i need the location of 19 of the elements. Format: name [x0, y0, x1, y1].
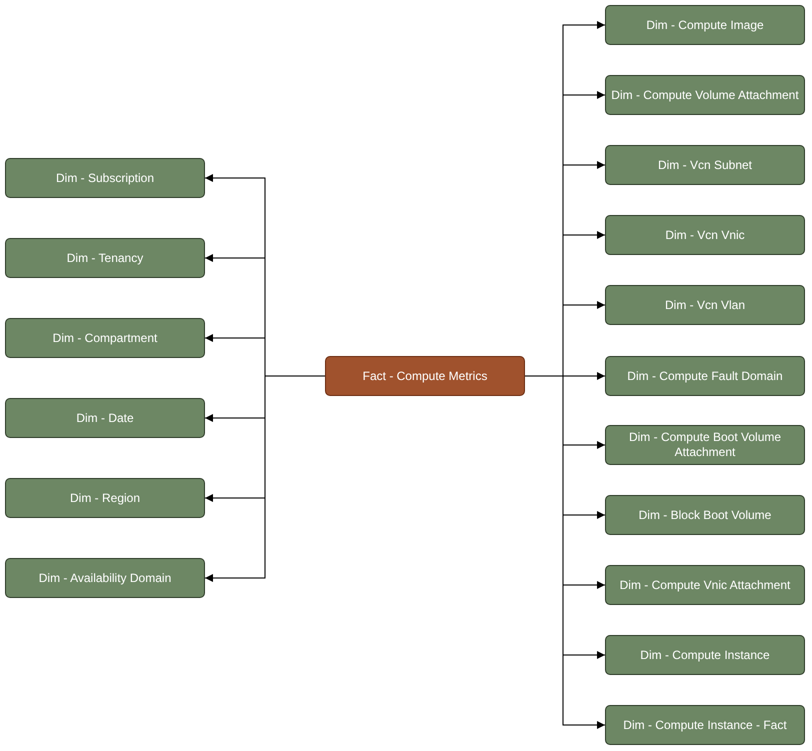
dimension-table-box: Dim - Vcn Subnet	[605, 145, 805, 185]
dimension-table-box: Dim - Tenancy	[5, 238, 205, 278]
dimension-table-box: Dim - Availability Domain	[5, 558, 205, 598]
dimension-table-box: Dim - Compute Fault Domain	[605, 356, 805, 396]
dimension-table-box: Dim - Compute Boot Volume Attachment	[605, 425, 805, 465]
fact-table-box: Fact - Compute Metrics	[325, 356, 525, 396]
dimension-table-box: Dim - Compute Instance - Fact	[605, 705, 805, 745]
dimension-table-box: Dim - Block Boot Volume	[605, 495, 805, 535]
connector-arrow	[204, 376, 326, 582]
dimension-table-box: Dim - Compute Volume Attachment	[605, 75, 805, 115]
dimension-table-box: Dim - Compartment	[5, 318, 205, 358]
dimension-table-box: Dim - Compute Instance	[605, 635, 805, 675]
dimension-table-box: Dim - Region	[5, 478, 205, 518]
dimension-table-box: Dim - Vcn Vnic	[605, 215, 805, 255]
dimension-table-box: Dim - Subscription	[5, 158, 205, 198]
dimension-table-box: Dim - Compute Image	[605, 5, 805, 45]
dimension-table-box: Dim - Date	[5, 398, 205, 438]
dimension-table-box: Dim - Vcn Vlan	[605, 285, 805, 325]
dimension-table-box: Dim - Compute Vnic Attachment	[605, 565, 805, 605]
